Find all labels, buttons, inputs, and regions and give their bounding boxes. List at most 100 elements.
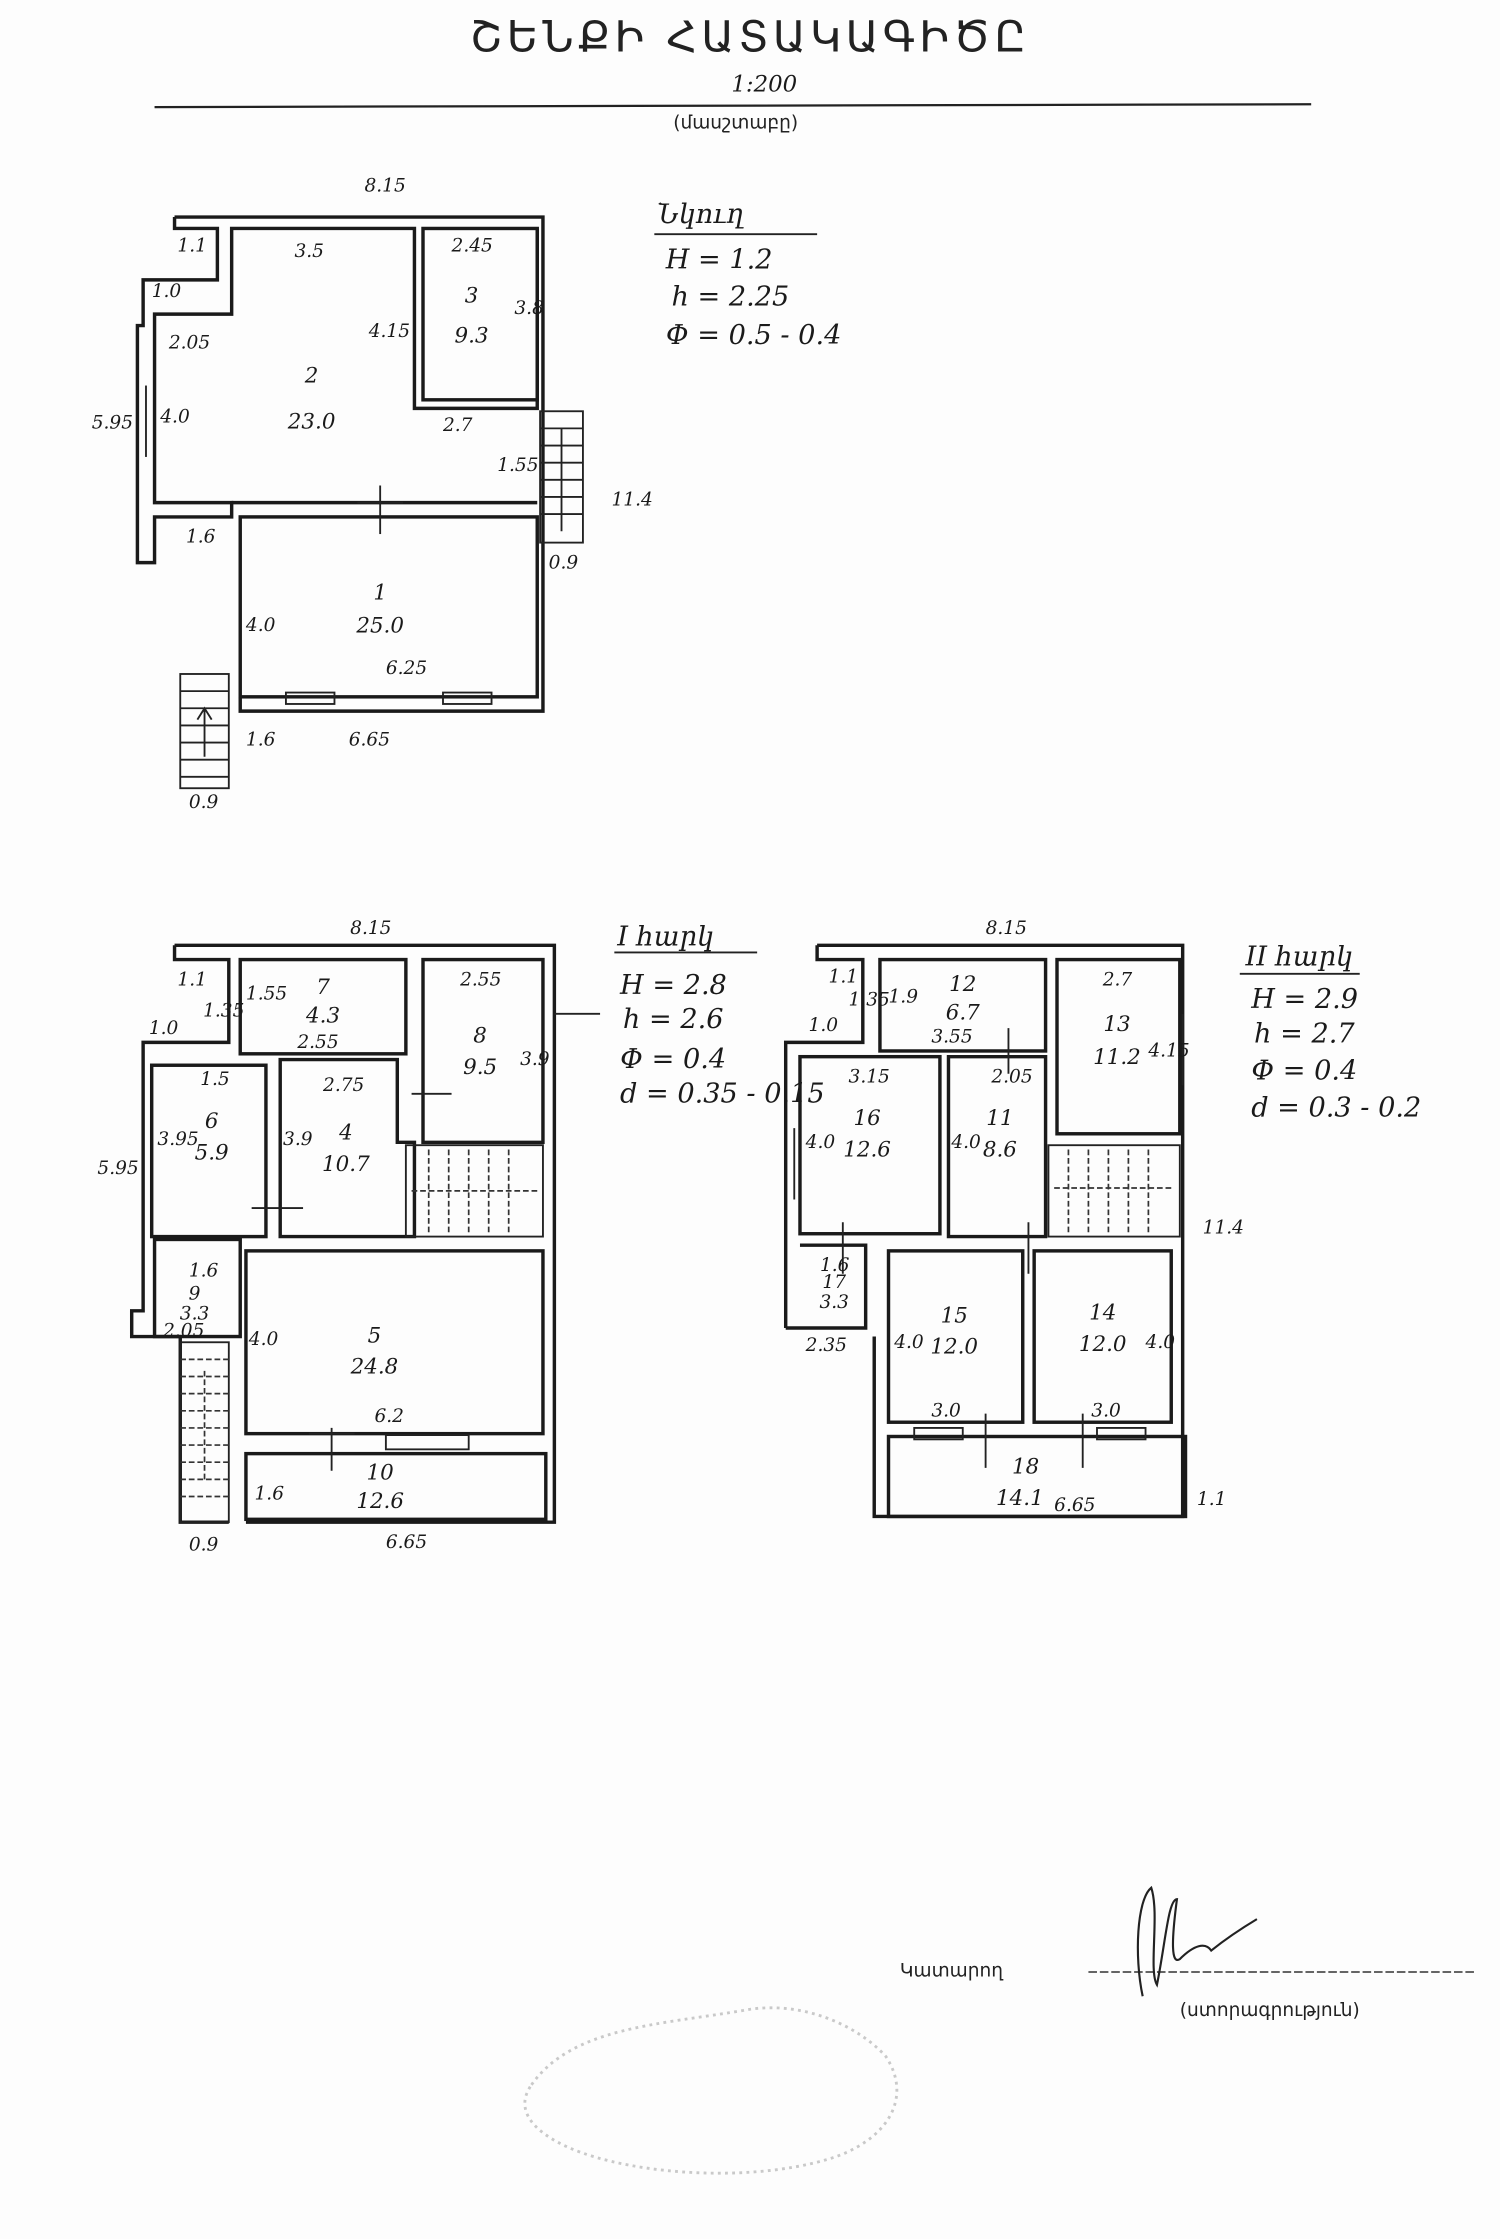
room-11 <box>946 1054 1048 1239</box>
stairs-basement-entry <box>179 673 230 790</box>
room-17-area: 3.3 <box>819 1292 849 1313</box>
legend-heading: Նկուղ <box>657 199 744 230</box>
room-2-number: 2 <box>304 364 319 389</box>
dimension-label: 1.5 <box>200 1069 230 1090</box>
room-15 <box>886 1249 1025 1424</box>
dimension-label: 1.0 <box>149 1018 179 1039</box>
dimension-label: 8.15 <box>350 918 391 939</box>
dimension-label: 2.7 <box>1102 969 1133 990</box>
room-7 <box>238 957 408 1056</box>
room-6-number: 6 <box>205 1109 219 1134</box>
dimension-label: 2.55 <box>296 1032 338 1053</box>
scale-value: 1:200 <box>731 71 797 97</box>
room-3-area: 9.3 <box>455 324 489 349</box>
room-10-number: 10 <box>367 1460 394 1485</box>
dimension-label: 0.9 <box>189 792 219 813</box>
room-11-number: 11 <box>986 1106 1013 1131</box>
dimension-label: 1.1 <box>829 966 859 987</box>
room-12-area: 6.7 <box>946 1001 980 1026</box>
room-13-area: 11.2 <box>1093 1045 1141 1070</box>
legend-line: Փ = 0.5 - 0.4 <box>666 320 842 351</box>
room-4-number: 4 <box>338 1120 353 1145</box>
dimension-label: 3.8 <box>514 298 544 319</box>
room-5-number: 5 <box>368 1323 382 1348</box>
dimension-label: 2.75 <box>322 1075 364 1096</box>
legend-line: H = 2.9 <box>1250 984 1358 1015</box>
room-4-area: 10.7 <box>322 1152 370 1177</box>
room-9 <box>152 1237 242 1339</box>
dimension-label: 1.55 <box>246 984 287 1005</box>
stairs-floor-1-entry <box>179 1341 230 1524</box>
legend-line: h = 2.6 <box>623 1004 724 1035</box>
legend-line: h = 2.25 <box>671 282 789 313</box>
room-9-number: 9 <box>189 1283 201 1304</box>
dimension-label: 4.0 <box>159 407 190 428</box>
room-14-area: 12.0 <box>1079 1332 1127 1357</box>
room-2-area: 23.0 <box>287 409 336 434</box>
dimension-label: 2.45 <box>451 235 493 256</box>
room-16 <box>798 1054 942 1236</box>
dimension-label: 11.4 <box>611 489 652 510</box>
dimension-label: 1.6 <box>820 1255 850 1276</box>
room-18-number: 18 <box>1012 1455 1039 1480</box>
dimension-label: 3.55 <box>931 1026 972 1047</box>
document-title: ՇԵՆՔԻ ՀԱՏԱԿԱԳԻԾԸ <box>470 12 1030 62</box>
dimension-label: 1.6 <box>186 527 216 548</box>
dimension-label: 2.05 <box>168 332 210 353</box>
dimension-label: 0.9 <box>189 1535 219 1556</box>
dimension-label: 3.5 <box>294 241 324 262</box>
room-12 <box>878 957 1048 1053</box>
dimension-label: 4.0 <box>893 1332 924 1353</box>
legend-line: d = 0.35 - 0.15 <box>620 1078 825 1109</box>
room-4 <box>278 1057 417 1239</box>
room-7-number: 7 <box>316 975 330 1000</box>
dimension-label: 4.0 <box>245 615 276 636</box>
legend-line: H = 2.8 <box>619 970 727 1001</box>
dimension-label: 2.35 <box>805 1335 847 1356</box>
dimension-label: 1.1 <box>1197 1489 1227 1510</box>
dimension-label: 1.0 <box>152 281 182 302</box>
room-14-number: 14 <box>1089 1300 1116 1325</box>
dimension-label: 6.65 <box>1054 1495 1095 1516</box>
room-10 <box>244 1451 548 1522</box>
room-1 <box>238 515 539 699</box>
room-5 <box>244 1249 545 1436</box>
dimension-label: 1.0 <box>809 1015 839 1036</box>
dimension-label: 6.65 <box>386 1532 427 1553</box>
dimension-label: 4.15 <box>368 321 410 342</box>
room-8-area: 9.5 <box>463 1055 497 1080</box>
dimension-label: 1.1 <box>177 969 207 990</box>
dimension-label: 3.0 <box>931 1401 961 1422</box>
room-14 <box>1032 1249 1173 1424</box>
dimension-label: 3.9 <box>283 1129 313 1150</box>
floor-2-legend: II հարկ H = 2.9 h = 2.7 Փ = 0.4 d = 0.3 … <box>1239 941 1421 1124</box>
dimension-label: 5.95 <box>92 412 133 433</box>
room-12-number: 12 <box>949 972 976 997</box>
dimension-label: 1.6 <box>246 729 276 750</box>
dimension-label: 1.1 <box>177 235 207 256</box>
dimension-label: 1.6 <box>189 1261 219 1282</box>
dimension-label: 1.6 <box>255 1483 285 1504</box>
dimension-label: 5.95 <box>97 1158 138 1179</box>
room-17 <box>785 1243 868 1330</box>
legend-heading: II հարկ <box>1244 941 1353 972</box>
room-8-number: 8 <box>473 1023 487 1048</box>
dimension-label: 3.15 <box>849 1066 890 1087</box>
room-15-number: 15 <box>941 1303 968 1328</box>
room-13-number: 13 <box>1103 1012 1130 1037</box>
legend-line: d = 0.3 - 0.2 <box>1251 1093 1421 1124</box>
room-13 <box>1055 957 1182 1136</box>
room-6 <box>149 1063 268 1239</box>
room-11-area: 8.6 <box>983 1138 1017 1163</box>
legend-line: Փ = 0.4 <box>620 1044 726 1075</box>
room-18-area: 14.1 <box>996 1486 1044 1511</box>
room-3-number: 3 <box>465 284 479 309</box>
dimension-label: 8.15 <box>364 175 405 196</box>
room-10-area: 12.6 <box>356 1489 404 1514</box>
dimension-label: 4.0 <box>950 1132 981 1153</box>
legend-heading: I հարկ <box>616 921 714 952</box>
legend-line: h = 2.7 <box>1254 1018 1355 1049</box>
legend-line: Փ = 0.4 <box>1251 1056 1357 1087</box>
